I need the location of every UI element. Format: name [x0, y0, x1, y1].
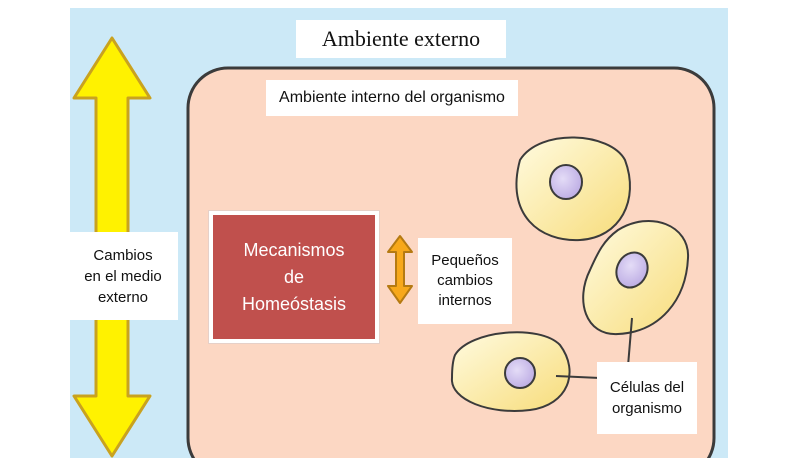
cell-3-nucleus — [504, 357, 536, 389]
internal-changes-arrow — [387, 235, 413, 304]
homeostasis-line-3: Homeóstasis — [241, 293, 347, 314]
external-changes-label: Cambios en el medio externo — [68, 232, 178, 320]
homeostasis-mechanisms-box: Mecanismos de Homeóstasis — [213, 215, 375, 339]
pointer-line-cell-3 — [555, 375, 601, 379]
homeostasis-line-2: de — [283, 266, 305, 287]
small-changes-line-2: cambios — [437, 272, 493, 289]
cells-label-line-1: Células del — [609, 379, 685, 396]
pointer-line-cell-2 — [627, 317, 633, 367]
homeostasis-line-1: Mecanismos — [243, 239, 345, 260]
homeostasis-box-frame: Mecanismos de Homeóstasis — [208, 210, 380, 344]
organism-cells-label: Células del organismo — [597, 362, 697, 434]
small-changes-line-3: internos — [438, 292, 492, 309]
internal-environment-title: Ambiente interno del organismo — [266, 80, 518, 116]
cells-label-line-2: organismo — [611, 400, 683, 417]
internal-environment-title-text: Ambiente interno del organismo — [279, 89, 505, 106]
external-changes-line-1: Cambios — [93, 246, 153, 264]
external-changes-line-2: en el medio — [84, 267, 162, 285]
external-environment-title-text: Ambiente externo — [321, 26, 481, 51]
small-changes-line-1: Pequeños — [431, 252, 499, 269]
external-environment-title: Ambiente externo — [296, 20, 506, 58]
faded-text-remnant — [280, 112, 510, 122]
external-changes-line-3: externo — [97, 288, 149, 306]
cell-2-nucleus — [615, 251, 649, 289]
cell-1-nucleus — [549, 164, 583, 200]
small-internal-changes-label: Pequeños cambios internos — [418, 238, 512, 324]
